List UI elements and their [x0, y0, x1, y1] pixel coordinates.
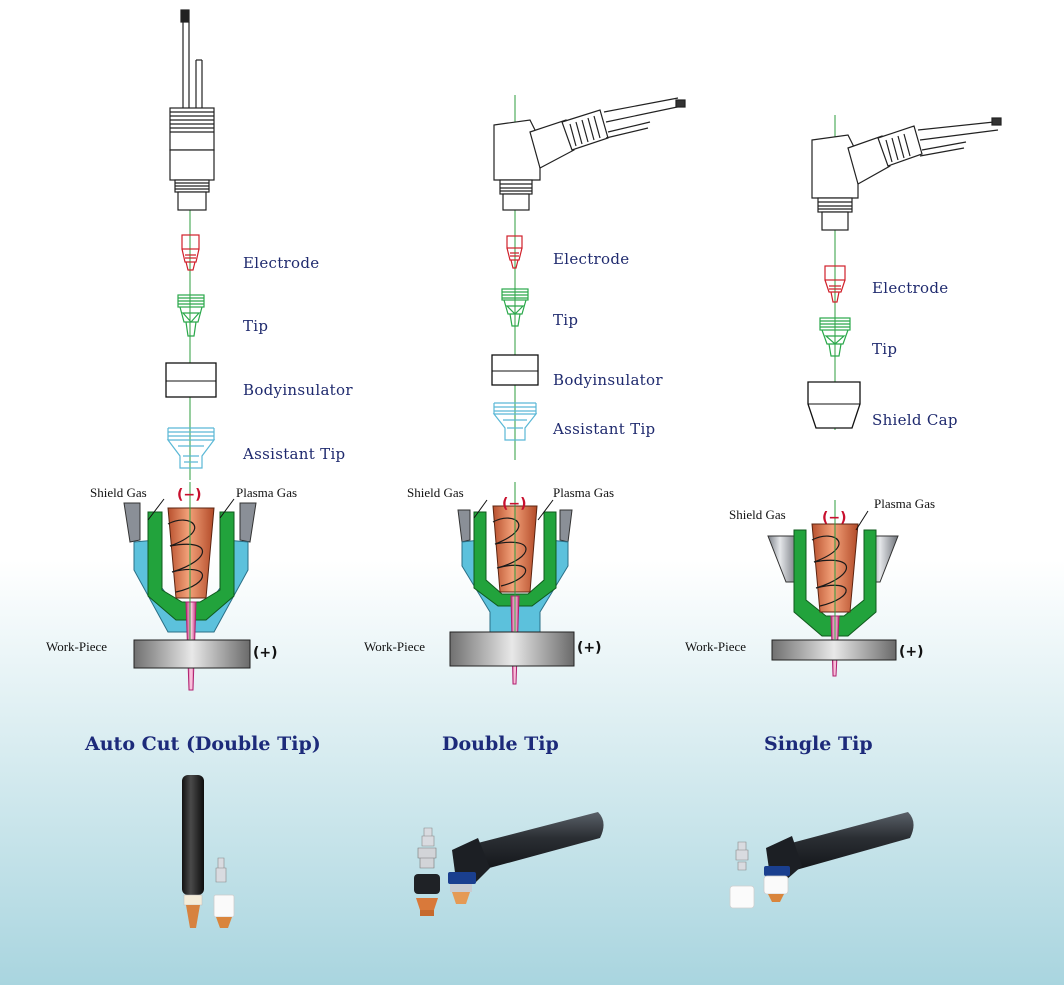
label-positive: (+)	[899, 644, 924, 660]
electrode-part	[506, 235, 523, 269]
work-piece-block	[133, 639, 251, 669]
label-positive: (+)	[577, 640, 602, 656]
body-insulator-part	[165, 362, 217, 398]
label-plasma-gas: Plasma Gas	[236, 485, 298, 500]
label-shield-gas: Shield Gas	[407, 485, 464, 500]
label-negative: (−)	[177, 487, 202, 503]
label-assistant-tip: Assistant Tip	[553, 420, 656, 438]
label-work-piece: Work-Piece	[46, 639, 108, 654]
title-double-tip: Double Tip	[442, 733, 559, 755]
label-tip: Tip	[243, 317, 269, 335]
title-auto-cut: Auto Cut (Double Tip)	[85, 733, 321, 755]
label-positive: (+)	[253, 645, 278, 661]
auto-cut-torch-photo	[182, 775, 235, 928]
assistant-tip-part	[166, 427, 216, 469]
angled-torch-body	[493, 97, 686, 211]
electrode-part	[824, 265, 846, 303]
double-tip-torch-photo	[414, 812, 604, 916]
label-bodyinsulator: Bodyinsulator	[553, 371, 663, 389]
label-work-piece: Work-Piece	[364, 639, 426, 654]
tip-part	[501, 288, 529, 327]
label-negative: (−)	[502, 496, 527, 512]
label-tip: Tip	[872, 340, 898, 358]
column-double-tip-section	[449, 482, 575, 685]
label-shield-gas: Shield Gas	[729, 507, 786, 522]
shield-cap-part	[807, 381, 861, 429]
label-tip: Tip	[553, 311, 579, 329]
label-electrode: Electrode	[872, 279, 949, 297]
label-electrode: Electrode	[243, 254, 320, 272]
label-negative: (−)	[822, 510, 847, 526]
label-plasma-gas: Plasma Gas	[874, 496, 936, 511]
electrode-part	[181, 234, 200, 271]
single-tip-torch-photo	[729, 812, 914, 909]
label-shield-gas: Shield Gas	[90, 485, 147, 500]
body-insulator-part	[491, 354, 539, 386]
column-double-tip-exploded	[491, 95, 686, 460]
tip-part	[177, 294, 205, 337]
column-single-tip-section	[767, 500, 899, 677]
assistant-tip-part	[492, 402, 538, 441]
label-shield-cap: Shield Cap	[872, 411, 958, 429]
column-auto-cut-section	[123, 482, 257, 691]
tip-part	[819, 317, 851, 357]
column-auto-cut-exploded	[165, 9, 217, 480]
work-piece-block	[771, 639, 897, 661]
label-work-piece: Work-Piece	[685, 639, 747, 654]
straight-torch-body	[169, 9, 215, 211]
label-bodyinsulator: Bodyinsulator	[243, 381, 353, 399]
angled-torch-body	[811, 117, 1002, 231]
label-electrode: Electrode	[553, 250, 630, 268]
work-piece-block	[449, 631, 575, 667]
label-assistant-tip: Assistant Tip	[243, 445, 346, 463]
column-single-tip-exploded	[807, 115, 1002, 430]
title-single-tip: Single Tip	[764, 733, 873, 755]
label-plasma-gas: Plasma Gas	[553, 485, 615, 500]
